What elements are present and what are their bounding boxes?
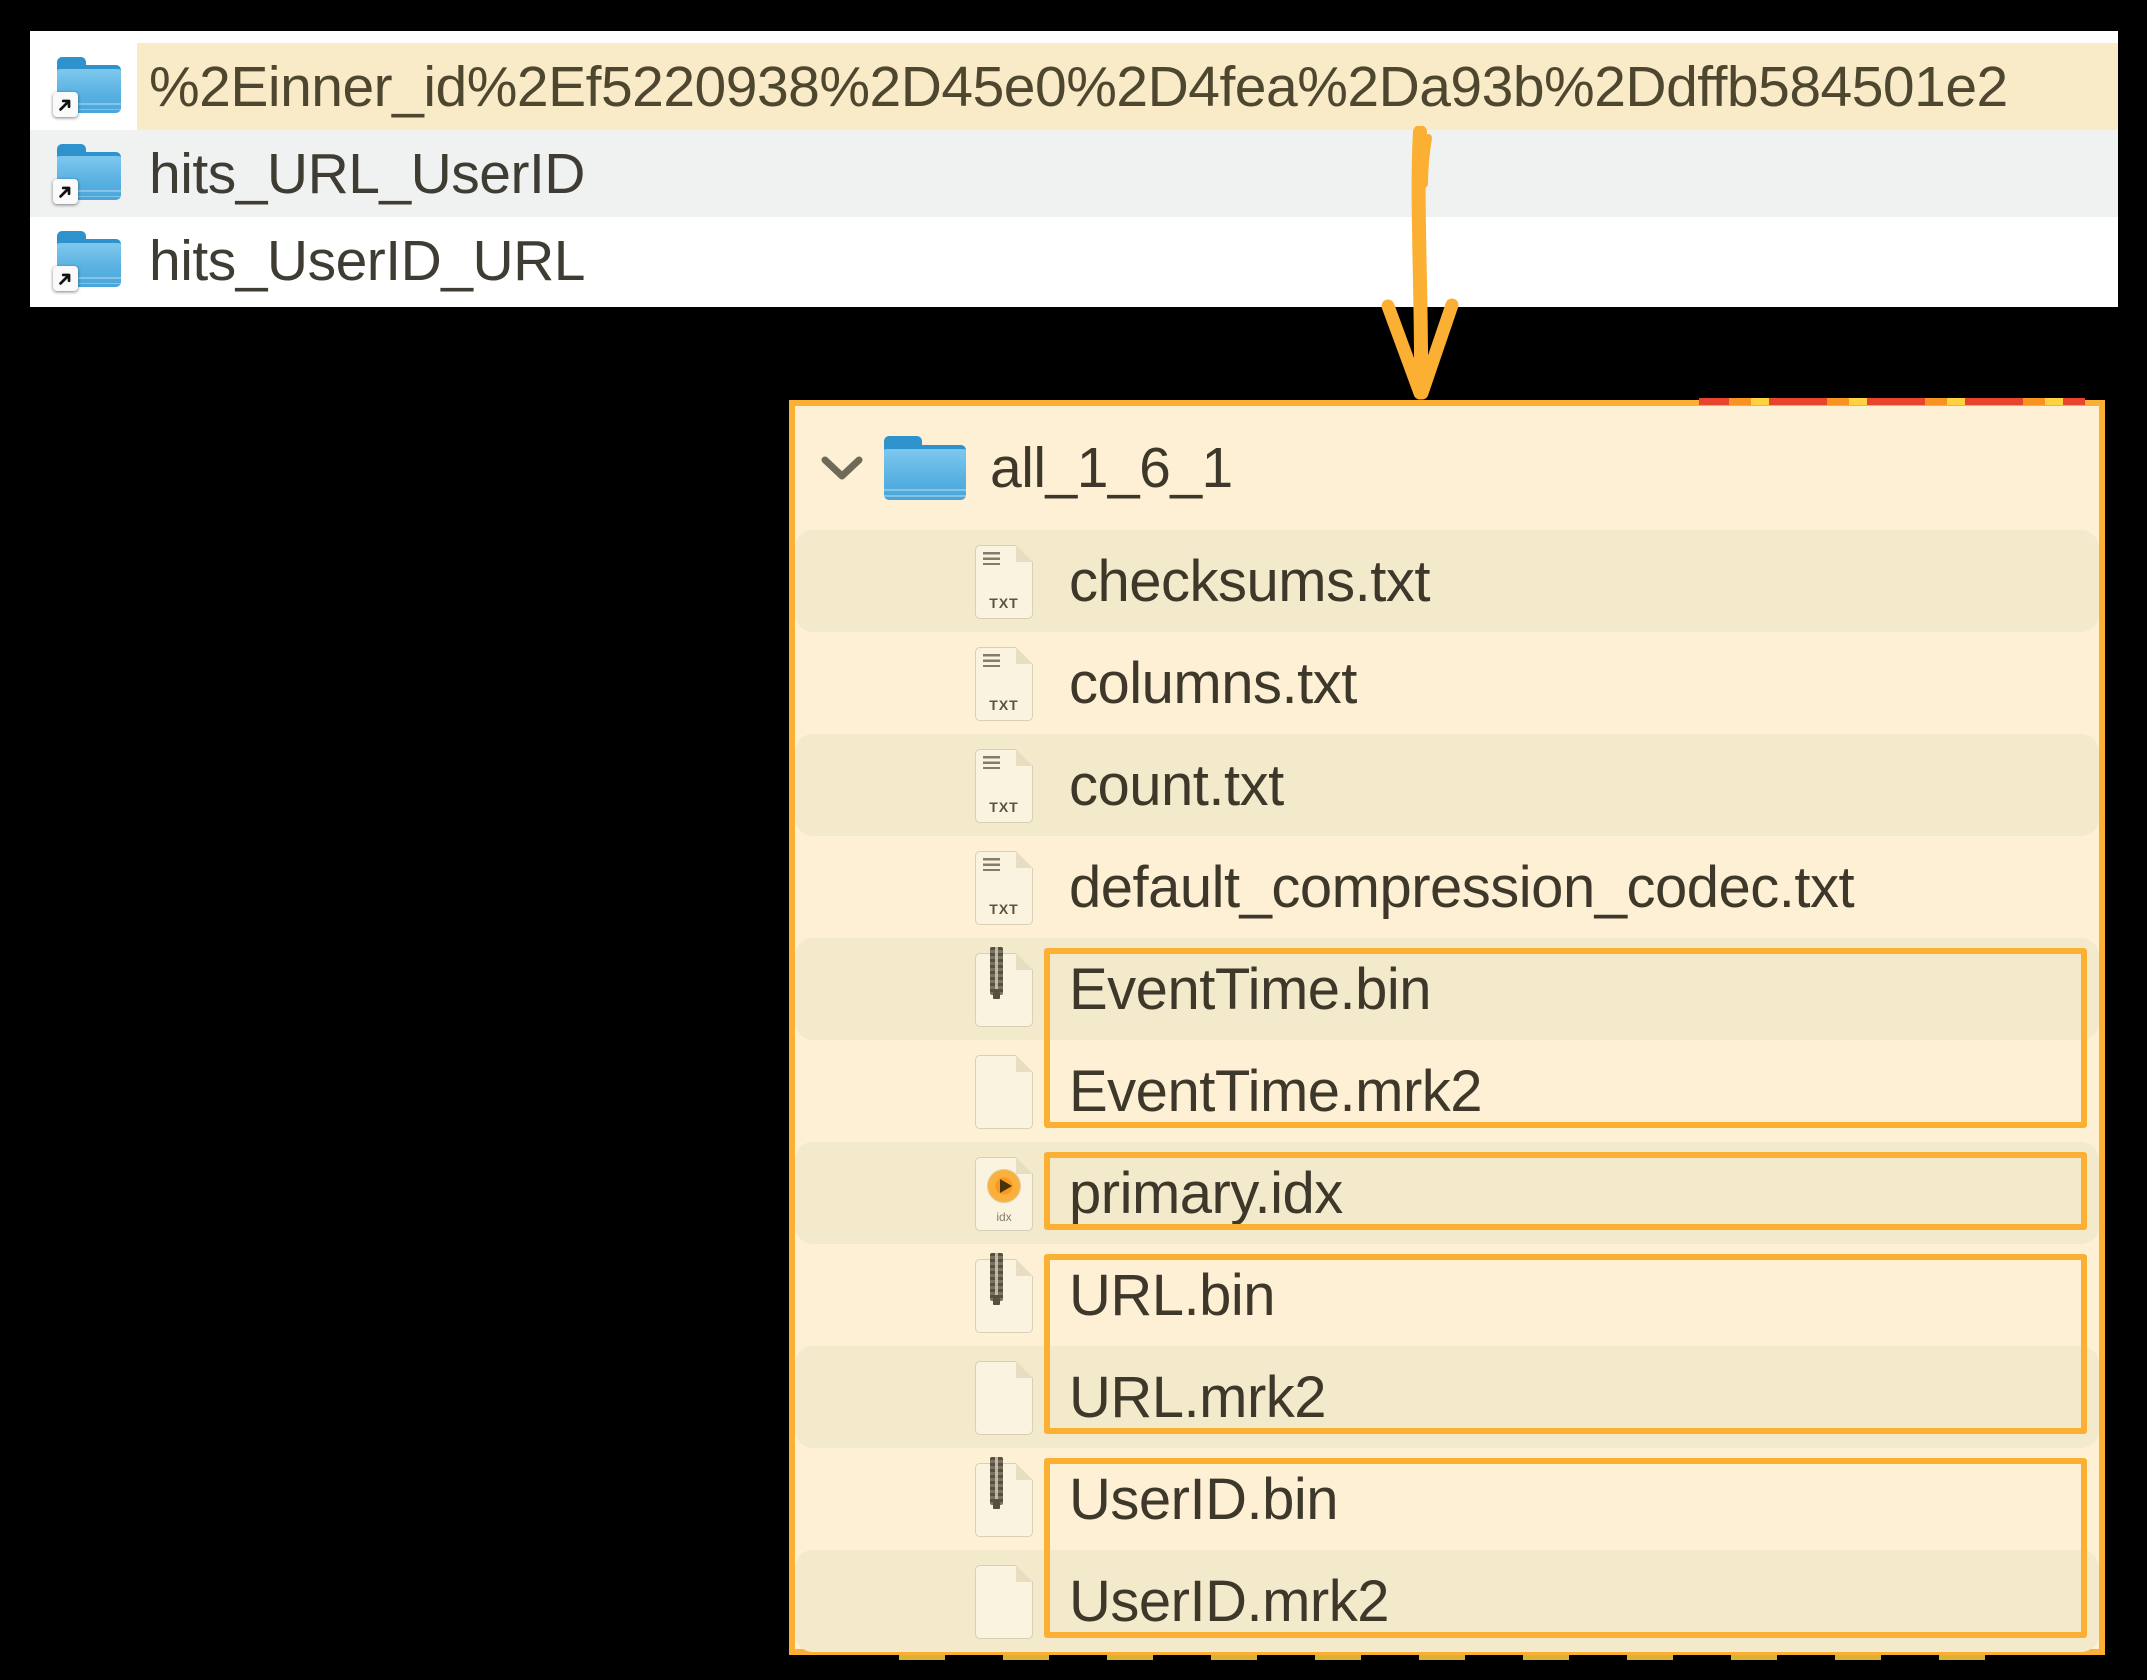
finder-top-panel: %2Einner_id%2Ef5220938%2D45e0%2D4fea%2Da…: [30, 31, 2118, 307]
file-name-label: primary.idx: [1069, 1160, 1343, 1226]
yellow-dash-artifact-bottom: [899, 1655, 1995, 1660]
mrk2-file-icon: TXT idx: [975, 1563, 1033, 1639]
folder-alias-icon: [53, 57, 121, 117]
file-name-label: EventTime.mrk2: [1069, 1058, 1483, 1124]
file-row[interactable]: TXT idx primary.idx: [795, 1142, 2099, 1244]
bin-file-icon: TXT idx: [975, 1457, 1033, 1537]
file-row[interactable]: TXT idx UserID.bin: [795, 1448, 2099, 1550]
file-name-label: count.txt: [1069, 752, 1284, 818]
bin-file-icon: TXT idx: [975, 1253, 1033, 1333]
tree-panel: all_1_6_1 TXT idx checksums.txt TXT idx …: [789, 398, 2105, 1660]
txt-file-icon: TXT idx: [975, 849, 1033, 925]
annotation-arrow-down-icon: [1381, 126, 1459, 400]
file-row[interactable]: TXT idx UserID.mrk2: [795, 1550, 2099, 1652]
file-name-label: URL.mrk2: [1069, 1364, 1327, 1430]
file-name-label: EventTime.bin: [1069, 956, 1432, 1022]
bin-file-icon: TXT idx: [975, 947, 1033, 1027]
mrk2-file-icon: TXT idx: [975, 1359, 1033, 1435]
alias-arrow-icon: [53, 92, 78, 117]
finder-folder-row[interactable]: hits_URL_UserID: [30, 130, 2118, 217]
red-dash-artifact-top: [1699, 398, 2085, 405]
folder-name-label: hits_URL_UserID: [149, 141, 585, 206]
file-row[interactable]: TXT idx URL.bin: [795, 1244, 2099, 1346]
finder-folder-row[interactable]: %2Einner_id%2Ef5220938%2D45e0%2D4fea%2Da…: [30, 43, 2118, 130]
folder-alias-icon: [53, 231, 121, 291]
file-name-label: default_compression_codec.txt: [1069, 854, 1855, 920]
file-name-label: checksums.txt: [1069, 548, 1430, 614]
tree-root-label: all_1_6_1: [990, 436, 1233, 500]
chevron-down-icon[interactable]: [820, 454, 864, 482]
finder-folder-row[interactable]: hits_UserID_URL: [30, 217, 2118, 304]
file-name-label: columns.txt: [1069, 650, 1357, 716]
file-name-label: UserID.mrk2: [1069, 1568, 1389, 1634]
folder-icon: [884, 436, 966, 500]
file-name-label: UserID.bin: [1069, 1466, 1338, 1532]
file-row[interactable]: TXT idx default_compression_codec.txt: [795, 836, 2099, 938]
txt-file-icon: TXT idx: [975, 645, 1033, 721]
folder-alias-icon: [53, 144, 121, 204]
txt-file-icon: TXT idx: [975, 747, 1033, 823]
tree-root-row[interactable]: all_1_6_1: [795, 406, 2099, 530]
idx-file-icon: TXT idx: [975, 1155, 1033, 1231]
alias-arrow-icon: [53, 266, 78, 291]
tree-file-list: TXT idx checksums.txt TXT idx columns.tx…: [795, 530, 2099, 1652]
mrk2-file-icon: TXT idx: [975, 1053, 1033, 1129]
file-row[interactable]: TXT idx EventTime.bin: [795, 938, 2099, 1040]
file-row[interactable]: TXT idx checksums.txt: [795, 530, 2099, 632]
folder-name-label: %2Einner_id%2Ef5220938%2D45e0%2D4fea%2Da…: [137, 43, 2118, 130]
file-row[interactable]: TXT idx EventTime.mrk2: [795, 1040, 2099, 1142]
file-name-label: URL.bin: [1069, 1262, 1276, 1328]
file-row[interactable]: TXT idx count.txt: [795, 734, 2099, 836]
file-row[interactable]: TXT idx columns.txt: [795, 632, 2099, 734]
alias-arrow-icon: [53, 179, 78, 204]
file-row[interactable]: TXT idx URL.mrk2: [795, 1346, 2099, 1448]
folder-name-label: hits_UserID_URL: [149, 228, 585, 293]
txt-file-icon: TXT idx: [975, 543, 1033, 619]
